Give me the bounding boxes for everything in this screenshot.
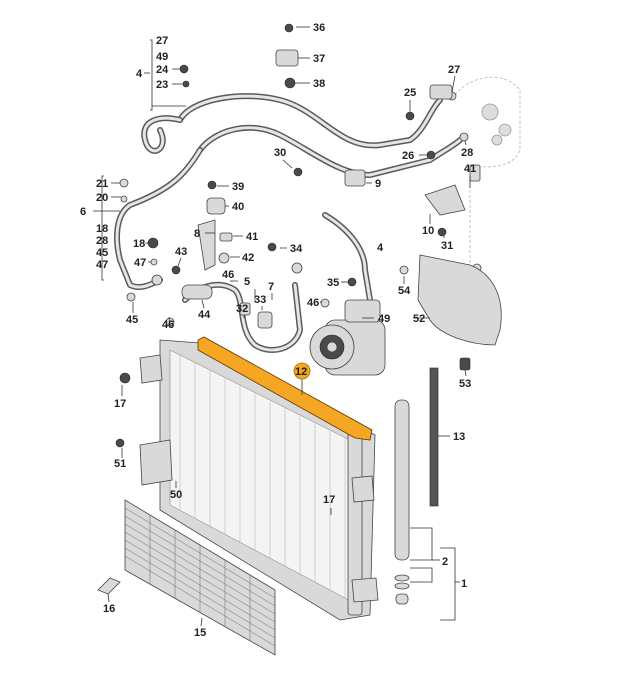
label-34: 34 (290, 243, 303, 255)
bracket-52 (417, 254, 502, 346)
label-20: 20 (96, 192, 108, 204)
label-33: 33 (254, 294, 266, 306)
seal-strip-12 (197, 336, 373, 441)
label-6: 6 (80, 206, 86, 218)
label-12-highlight: 12 (293, 362, 311, 380)
callout-labels: 36 37 38 27 49 24 23 4 27 25 28 26 30 9 … (80, 22, 476, 639)
label-17-left: 17 (114, 398, 126, 410)
label-25: 25 (404, 87, 416, 99)
label-49-top-left: 49 (156, 51, 168, 63)
label-39: 39 (232, 181, 244, 193)
label-18-left: 18 (96, 223, 108, 235)
label-23: 23 (156, 79, 168, 91)
label-46-right: 46 (307, 297, 319, 309)
label-28: 28 (461, 147, 473, 159)
label-40: 40 (232, 201, 244, 213)
label-4-top: 4 (136, 68, 143, 80)
label-5: 5 (244, 276, 250, 288)
label-45-left: 45 (96, 247, 108, 259)
label-46-left: 46 (162, 319, 174, 331)
label-7: 7 (268, 281, 274, 293)
label-27-top-left: 27 (156, 35, 168, 47)
label-10: 10 (422, 225, 434, 237)
label-47-left: 47 (96, 259, 108, 271)
label-16: 16 (103, 603, 115, 615)
label-36: 36 (313, 22, 325, 34)
label-8: 8 (194, 228, 200, 240)
label-41-right: 41 (464, 163, 476, 175)
refrigerant-lines (114, 93, 463, 353)
label-42: 42 (242, 252, 254, 264)
label-9: 9 (375, 178, 381, 190)
label-32: 32 (236, 303, 248, 315)
label-53: 53 (459, 378, 471, 390)
label-17-right: 17 (323, 494, 335, 506)
label-49-right: 49 (378, 313, 390, 325)
label-43: 43 (175, 246, 187, 258)
label-26: 26 (402, 150, 414, 162)
label-54: 54 (398, 285, 411, 297)
label-50: 50 (170, 489, 182, 501)
label-41-mid: 41 (246, 231, 258, 243)
label-21: 21 (96, 178, 108, 190)
label-12: 12 (295, 366, 307, 378)
label-31: 31 (441, 240, 453, 252)
label-27-right: 27 (448, 64, 460, 76)
label-47-mid: 47 (134, 257, 146, 269)
label-38: 38 (313, 78, 325, 90)
label-44: 44 (198, 309, 211, 321)
label-1: 1 (461, 578, 467, 590)
label-45-bottom: 45 (126, 314, 138, 326)
label-4-mid: 4 (377, 242, 384, 254)
receiver-drier (394, 399, 410, 605)
label-46-mid: 46 (222, 269, 234, 281)
label-35: 35 (327, 277, 339, 289)
label-2: 2 (442, 556, 448, 568)
label-13: 13 (453, 431, 465, 443)
label-37: 37 (313, 53, 325, 65)
label-24: 24 (156, 64, 169, 76)
seal-strip-13 (429, 367, 439, 507)
compressor (309, 299, 386, 376)
label-30: 30 (274, 147, 286, 159)
label-52: 52 (413, 313, 425, 325)
label-51: 51 (114, 458, 126, 470)
leader-lines (93, 26, 471, 627)
air-guide-grille-15 (124, 499, 276, 656)
label-18-mid: 18 (133, 238, 145, 250)
label-15: 15 (194, 627, 206, 639)
label-28-left: 28 (96, 235, 108, 247)
